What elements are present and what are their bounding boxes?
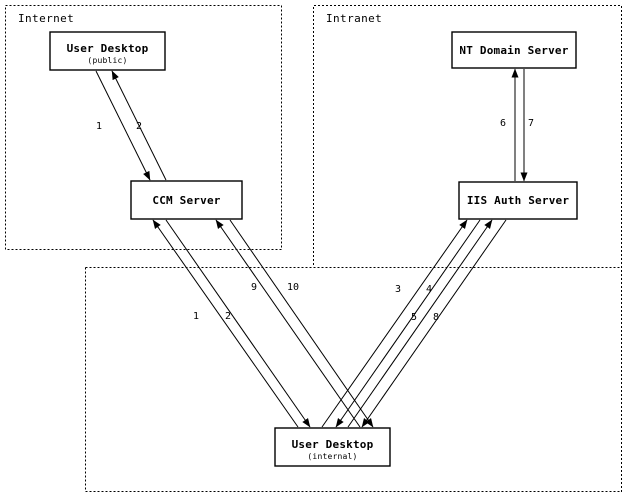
edge-label-1-internal: 1 — [193, 311, 199, 322]
edge-label-1-public: 1 — [96, 121, 102, 132]
edge-labels-layer: 1 2 6 7 1 2 9 10 3 4 5 8 — [96, 118, 534, 323]
edge-label-8: 8 — [433, 312, 439, 323]
edge-label-7: 7 — [528, 118, 534, 129]
node-user-desktop-internal-box[interactable] — [274, 427, 391, 467]
edge-label-5: 5 — [411, 312, 417, 323]
edge-5-line — [347, 219, 493, 428]
node-user-desktop-public-box[interactable] — [49, 31, 166, 71]
edge-label-4: 4 — [426, 284, 432, 295]
edge-1-public-line — [95, 70, 151, 181]
zone-intranet-label: Intranet — [326, 12, 382, 25]
node-ccm-server-title: CCM Server — [152, 194, 220, 207]
node-user-desktop-public-title: User Desktop — [67, 42, 149, 55]
node-ccm-server-box[interactable] — [130, 180, 243, 220]
node-iis-auth-server-box[interactable] — [458, 181, 578, 220]
zone-internet: Internet — [5, 5, 282, 250]
node-nt-domain-server-title: NT Domain Server — [459, 44, 568, 57]
edge-label-2-internal: 2 — [225, 311, 231, 322]
edge-label-10: 10 — [287, 282, 299, 293]
edge-10-line — [229, 219, 374, 428]
edge-3-line — [321, 219, 468, 428]
edge-1-internal-line — [152, 219, 299, 428]
zone-internal — [85, 267, 622, 492]
node-nt-domain-server-box[interactable] — [451, 31, 577, 69]
zone-internet-border — [5, 5, 282, 250]
zone-internet-label: Internet — [18, 12, 74, 25]
zone-intranet-border — [313, 5, 622, 492]
edge-2-internal-line — [165, 219, 311, 428]
node-ccm-server[interactable]: CCM Server — [130, 180, 243, 220]
edge-label-9: 9 — [251, 282, 257, 293]
edge-label-6: 6 — [500, 118, 506, 129]
node-user-desktop-public[interactable]: User Desktop (public) — [49, 31, 166, 71]
node-iis-auth-server[interactable]: IIS Auth Server — [458, 181, 578, 220]
node-user-desktop-internal-subtitle: (internal) — [307, 452, 357, 461]
edge-4-line — [335, 219, 481, 428]
node-user-desktop-public-subtitle: (public) — [87, 56, 127, 65]
edges-layer — [95, 68, 528, 428]
edge-label-3: 3 — [395, 284, 401, 295]
node-user-desktop-internal[interactable]: User Desktop (internal) — [274, 427, 391, 467]
zone-intranet: Intranet — [313, 5, 622, 492]
node-user-desktop-internal-title: User Desktop — [292, 438, 374, 451]
node-iis-auth-server-title: IIS Auth Server — [467, 194, 570, 207]
zone-internal-border — [85, 267, 622, 492]
edge-label-2-public: 2 — [136, 121, 142, 132]
edge-9-line — [215, 219, 361, 428]
edge-2-public-line — [111, 70, 167, 181]
node-nt-domain-server[interactable]: NT Domain Server — [451, 31, 577, 69]
edge-8-line — [361, 219, 507, 428]
